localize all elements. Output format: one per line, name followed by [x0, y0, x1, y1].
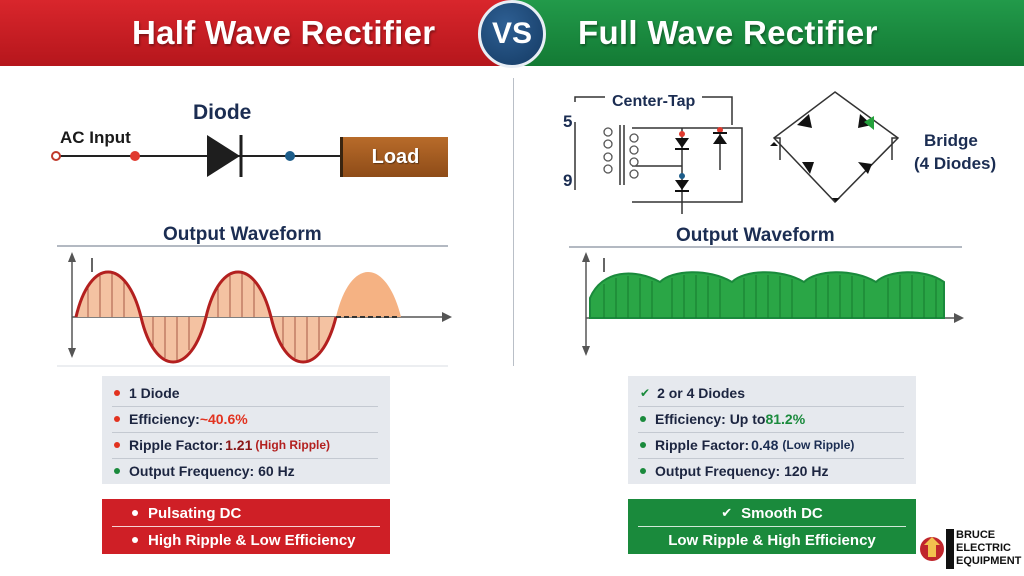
full-wave-title: Full Wave Rectifier [578, 14, 878, 51]
bullet-dot-icon [640, 468, 646, 474]
wave-lobe-3 [206, 272, 271, 317]
wave-lobe-1 [76, 272, 141, 317]
half-spec-diodes: 1 Diode [114, 381, 180, 405]
half-spec-ripple: Ripple Factor: 1.21(High Ripple) [114, 433, 330, 457]
center-tap-circuit [574, 96, 743, 214]
check-icon: ✔ [721, 505, 733, 520]
coil-bottom-label: 9 [563, 171, 573, 190]
diode-icon [207, 135, 240, 177]
ac-terminal-icon [51, 151, 61, 161]
diode-icon [675, 127, 727, 192]
full-wave-summary-box: ✔Smooth DC Low Ripple & High Efficiency [628, 499, 916, 554]
full-spec-efficiency: Efficiency: Up to 81.2% [640, 407, 805, 431]
half-spec-frequency: Output Frequency: 60 Hz [114, 459, 295, 483]
full-wave-waveform [569, 246, 964, 356]
input-node-icon [130, 151, 140, 161]
bullet-dot-icon [640, 442, 646, 448]
summary-low-ripple: Low Ripple & High Efficiency [668, 531, 876, 549]
diode-label: Diode [193, 101, 252, 124]
bullet-dot-icon [114, 468, 120, 474]
header-right-band [512, 0, 1024, 66]
full-wave-specs-panel: ✔2 or 4 Diodes Efficiency: Up to 81.2% R… [628, 376, 916, 484]
half-spec-efficiency: Efficiency: ~40.6% [114, 407, 248, 431]
bullet-dot-icon [640, 416, 646, 422]
bruce-electric-logo: BRUCE ELECTRIC EQUIPMENT [918, 527, 1022, 573]
smooth-dc-area [589, 271, 945, 319]
bridge-label: Bridge [924, 131, 978, 150]
full-spec-ripple: Ripple Factor: 0.48(Low Ripple) [640, 433, 854, 457]
half-wave-specs-panel: 1 Diode Efficiency: ~40.6% Ripple Factor… [102, 376, 390, 484]
full-wave-circuits [574, 91, 900, 214]
bullet-dot-icon [114, 416, 120, 422]
summary-high-ripple: High Ripple & Low Efficiency [102, 527, 390, 553]
half-wave-summary-box: Pulsating DC High Ripple & Low Efficienc… [102, 499, 390, 554]
coil-top-label: 5 [563, 112, 573, 131]
bridge-diodes-label: (4 Diodes) [914, 154, 997, 173]
load-resistor: Load [340, 137, 448, 177]
output-node-icon [285, 151, 295, 161]
bullet-dot-icon [114, 390, 120, 396]
center-tap-label: Center-Tap [610, 93, 698, 111]
bullet-dot-icon [132, 510, 138, 516]
summary-pulsating-dc: Pulsating DC [102, 500, 390, 526]
bullet-dot-icon [114, 442, 120, 448]
vs-badge: VS [478, 0, 546, 68]
header-left-band [0, 0, 512, 66]
full-spec-frequency: Output Frequency: 120 Hz [640, 459, 828, 483]
wave-lobe-5 [336, 272, 401, 317]
wave-lobe-2 [141, 317, 206, 362]
bullet-dot-icon [132, 537, 138, 543]
half-wave-circuit [51, 135, 340, 177]
full-waveform-title: Output Waveform [676, 225, 835, 246]
half-wave-title: Half Wave Rectifier [132, 14, 436, 51]
bridge-circuit [772, 91, 900, 204]
half-waveform-title: Output Waveform [163, 224, 322, 245]
summary-smooth-dc: ✔Smooth DC [721, 504, 823, 522]
ac-input-label: AC Input [60, 128, 131, 147]
check-icon: ✔ [640, 386, 651, 400]
wave-lobe-4 [271, 317, 336, 362]
center-divider [513, 78, 514, 366]
full-spec-diodes: ✔2 or 4 Diodes [640, 385, 745, 401]
half-wave-waveform [57, 245, 452, 367]
diode-icon [797, 114, 872, 202]
